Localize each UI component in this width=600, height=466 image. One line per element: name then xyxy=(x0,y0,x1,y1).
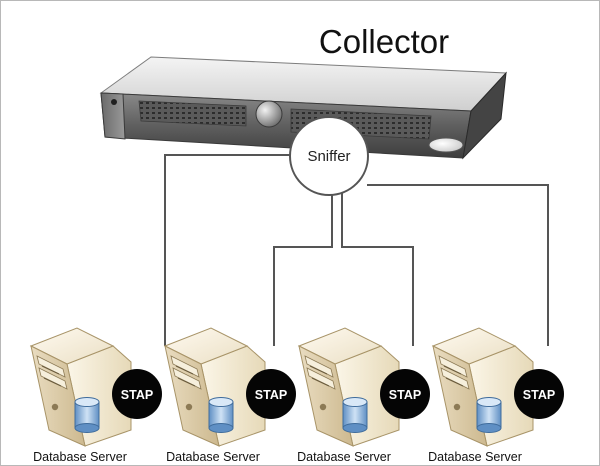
database-server-1: STAP xyxy=(30,327,163,447)
collector-title: Collector xyxy=(319,23,449,60)
server-label-4: Database Server xyxy=(428,450,522,464)
stap-label: STAP xyxy=(255,388,287,402)
database-server-4: STAP xyxy=(432,327,565,447)
server-label-1: Database Server xyxy=(33,450,127,464)
stap-label: STAP xyxy=(523,388,555,402)
collector-appliance xyxy=(99,56,508,160)
server-tower-icon xyxy=(164,327,297,447)
link-server-3 xyxy=(341,189,414,346)
database-server-3: STAP xyxy=(298,327,431,447)
server-tower-icon xyxy=(298,327,431,447)
sniffer-label: Sniffer xyxy=(307,148,350,165)
link-server-4 xyxy=(367,184,549,346)
network-links xyxy=(164,154,549,346)
server-tower-icon xyxy=(30,327,163,447)
sniffer-node: Sniffer xyxy=(289,116,369,196)
link-server-1 xyxy=(164,154,291,346)
stap-label: STAP xyxy=(389,388,421,402)
link-server-2 xyxy=(273,189,333,346)
vendor-badge-icon xyxy=(428,137,464,153)
database-server-2: STAP xyxy=(164,327,297,447)
server-tower-icon xyxy=(432,327,565,447)
stap-label: STAP xyxy=(121,388,153,402)
server-label-2: Database Server xyxy=(166,450,260,464)
server-label-3: Database Server xyxy=(297,450,391,464)
